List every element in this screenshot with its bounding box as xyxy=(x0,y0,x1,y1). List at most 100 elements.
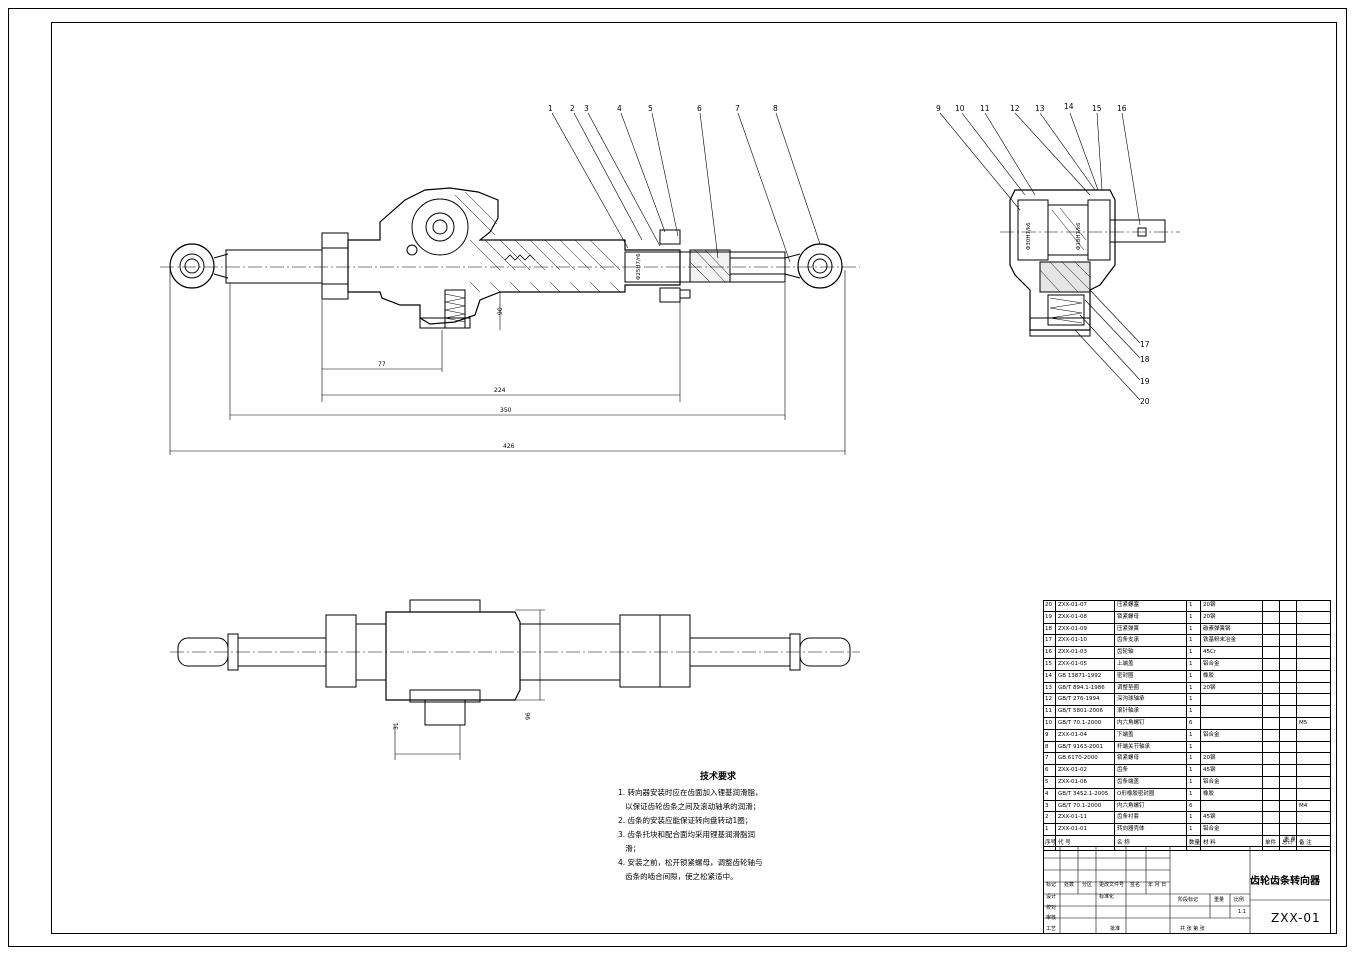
requirement-line: 3. 齿条托块和配合面均采用锂基润滑脂润 xyxy=(618,830,756,839)
bom-cell: 上端盖 xyxy=(1115,658,1187,670)
tb-ratio: 比例 xyxy=(1234,897,1245,903)
bom-cell: 1 xyxy=(1187,776,1201,788)
bom-cell: 1 xyxy=(1187,635,1201,647)
bom-cell: 1 xyxy=(1187,729,1201,741)
bom-cell: 10 xyxy=(1043,717,1056,729)
bom-cell: 1 xyxy=(1043,824,1056,835)
bom-cell xyxy=(1263,670,1280,682)
bom-cell xyxy=(1297,824,1331,835)
bom-cell xyxy=(1263,812,1280,824)
bom-cell xyxy=(1263,706,1280,717)
bom-cell: 5 xyxy=(1043,776,1056,788)
bom-header-cell: 总计 xyxy=(1280,835,1297,850)
requirement-line: 以保证齿轮齿条之间及滚动轴承的润滑； xyxy=(618,802,761,811)
bom-cell: 20钢 xyxy=(1201,600,1263,611)
bom-cell xyxy=(1297,647,1331,658)
bom-cell xyxy=(1280,824,1297,835)
bom-cell: 6 xyxy=(1043,765,1056,776)
bom-cell xyxy=(1263,682,1280,694)
bom-cell: 1 xyxy=(1187,765,1201,776)
bom-cell: ZXX-01-03 xyxy=(1056,647,1115,658)
bom-cell xyxy=(1280,694,1297,706)
bom-cell: 橡胶 xyxy=(1201,670,1263,682)
parts-list-border xyxy=(1043,600,1331,846)
bom-cell: 压紧弹簧 xyxy=(1115,623,1187,635)
bom-cell xyxy=(1297,624,1331,635)
bom-cell: GB/T 276-1994 xyxy=(1056,694,1115,706)
bom-cell: 15 xyxy=(1043,658,1056,670)
drawing-code: ZXX-01 xyxy=(1271,911,1321,925)
bom-cell xyxy=(1280,729,1297,741)
bom-cell xyxy=(1280,753,1297,765)
bom-cell xyxy=(1297,777,1331,788)
tb-mark: 标记 xyxy=(1046,882,1057,888)
bom-cell: 3 xyxy=(1043,800,1056,812)
tb-sign: 签名 xyxy=(1130,882,1141,888)
title-block xyxy=(1043,846,1331,934)
bom-cell xyxy=(1297,730,1331,741)
bom-cell xyxy=(1297,671,1331,682)
bom-cell: 45Cr xyxy=(1201,647,1263,658)
bom-cell: 铁基粉末冶金 xyxy=(1201,635,1263,647)
bom-cell: 杆端关节轴承 xyxy=(1115,741,1187,753)
bom-cell: 1 xyxy=(1187,600,1201,611)
bom-cell xyxy=(1280,706,1297,717)
bom-cell: 内六角螺钉 xyxy=(1115,800,1187,812)
bom-cell xyxy=(1280,600,1297,611)
bom-cell: ZXX-01-04 xyxy=(1056,729,1115,741)
bom-cell xyxy=(1297,694,1331,705)
bom-cell: 14 xyxy=(1043,670,1056,682)
bom-cell: ZXX-01-10 xyxy=(1056,635,1115,647)
bom-cell xyxy=(1280,635,1297,647)
bom-cell: 1 xyxy=(1187,741,1201,753)
bom-cell xyxy=(1297,753,1331,764)
bom-cell xyxy=(1280,682,1297,694)
bom-cell: 铝合金 xyxy=(1201,729,1263,741)
bom-cell xyxy=(1297,600,1331,611)
bom-cell xyxy=(1263,729,1280,741)
bom-cell xyxy=(1297,742,1331,753)
bom-cell xyxy=(1297,812,1331,823)
bom-cell: GB/T 894.1-1986 xyxy=(1056,682,1115,694)
bom-cell: GB/T 70.1-2000 xyxy=(1056,717,1115,729)
drawing-title: 齿轮齿条转向器 xyxy=(1250,876,1320,887)
bom-cell: 密封圈 xyxy=(1115,670,1187,682)
requirement-line: 滑； xyxy=(618,844,641,853)
bom-header-cell: 代 号 xyxy=(1056,835,1115,850)
bom-cell: 1 xyxy=(1187,812,1201,824)
tb-zone: 分区 xyxy=(1082,882,1093,888)
bom-cell xyxy=(1280,611,1297,623)
bom-cell: 转向器壳体 xyxy=(1115,824,1187,835)
bom-cell xyxy=(1280,800,1297,812)
technical-requirements: 技术要求 1. 转向器安装时应在齿面加入锂基润滑脂， 以保证齿轮齿条之间及滚动轴… xyxy=(618,770,818,884)
bom-cell: ZXX-01-07 xyxy=(1056,600,1115,611)
bom-header-cell: 单件 xyxy=(1263,835,1280,850)
bom-cell: 1 xyxy=(1187,682,1201,694)
bom-cell: 铝合金 xyxy=(1201,776,1263,788)
bom-cell xyxy=(1280,717,1297,729)
tb-stage: 阶段标记 xyxy=(1178,897,1199,903)
bom-cell: 6 xyxy=(1187,717,1201,729)
bom-cell xyxy=(1297,612,1331,623)
bom-cell xyxy=(1297,789,1331,800)
bom-cell xyxy=(1280,812,1297,824)
bom-cell: 1 xyxy=(1187,670,1201,682)
bom-cell: ZXX-01-09 xyxy=(1056,623,1115,635)
outer-border xyxy=(8,8,1347,947)
bom-cell: GB/T 5801-2006 xyxy=(1056,706,1115,717)
bom-cell xyxy=(1263,824,1280,835)
bom-cell: ZXX-01-01 xyxy=(1056,824,1115,835)
bom-cell: 7 xyxy=(1043,753,1056,765)
bom-cell: 1 xyxy=(1187,753,1201,765)
side-section-view xyxy=(939,112,1180,401)
tb-sheets: 共 张 第 张 xyxy=(1180,926,1205,932)
